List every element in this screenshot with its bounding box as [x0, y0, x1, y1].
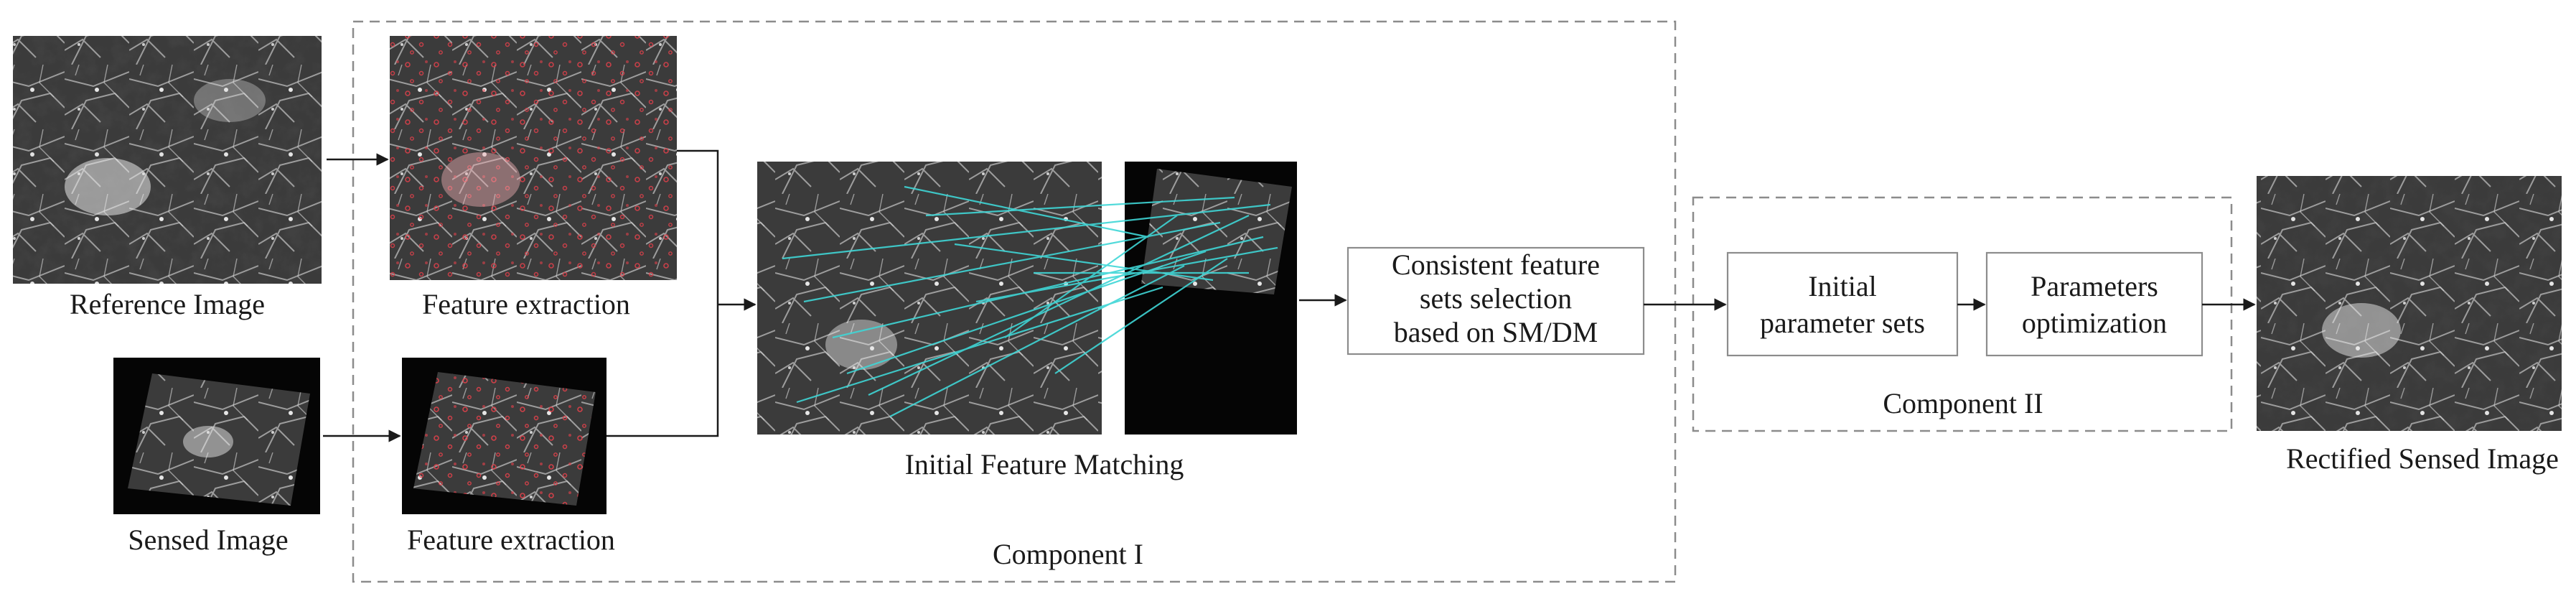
component-2-container	[1692, 196, 2233, 432]
initial-param-line-1: Initial	[1808, 270, 1877, 302]
initial-parameter-sets-box	[1726, 251, 1959, 357]
connector-feature-bottom-to-merge	[606, 305, 719, 437]
sensed-image	[113, 358, 320, 514]
selection-box-line-3: based on SM/DM	[1394, 316, 1598, 348]
consistent-feature-selection-box	[1346, 246, 1645, 356]
match-lines	[782, 185, 1278, 417]
feature-extraction-bottom-image	[402, 358, 606, 514]
sensed-image-label: Sensed Image	[128, 524, 288, 556]
optimization-line-1: Parameters	[2031, 270, 2158, 302]
feature-extraction-top-image	[390, 36, 677, 280]
feature-extraction-bottom-label: Feature extraction	[407, 524, 615, 556]
rectified-sensed-image-label: Rectified Sensed Image	[2286, 442, 2559, 475]
connectors	[323, 149, 2256, 442]
reference-image	[13, 36, 322, 284]
component-1-title: Component I	[993, 538, 1143, 570]
selection-box-line-2: sets selection	[1420, 282, 1572, 315]
parameters-optimization-box	[1985, 251, 2203, 357]
connector-feature-top-to-merge	[677, 149, 719, 305]
component-2-title: Component II	[1883, 387, 2043, 419]
optimization-line-2: optimization	[2022, 307, 2167, 339]
initial-feature-matching-image	[757, 162, 1297, 435]
initial-feature-matching-label: Initial Feature Matching	[905, 448, 1184, 480]
selection-box-line-1: Consistent feature	[1392, 248, 1600, 281]
component-1-container	[352, 20, 1677, 583]
feature-extraction-top-label: Feature extraction	[422, 288, 630, 320]
initial-param-line-2: parameter sets	[1760, 307, 1925, 339]
reference-image-label: Reference Image	[70, 288, 265, 320]
rectified-sensed-image	[2257, 176, 2562, 431]
